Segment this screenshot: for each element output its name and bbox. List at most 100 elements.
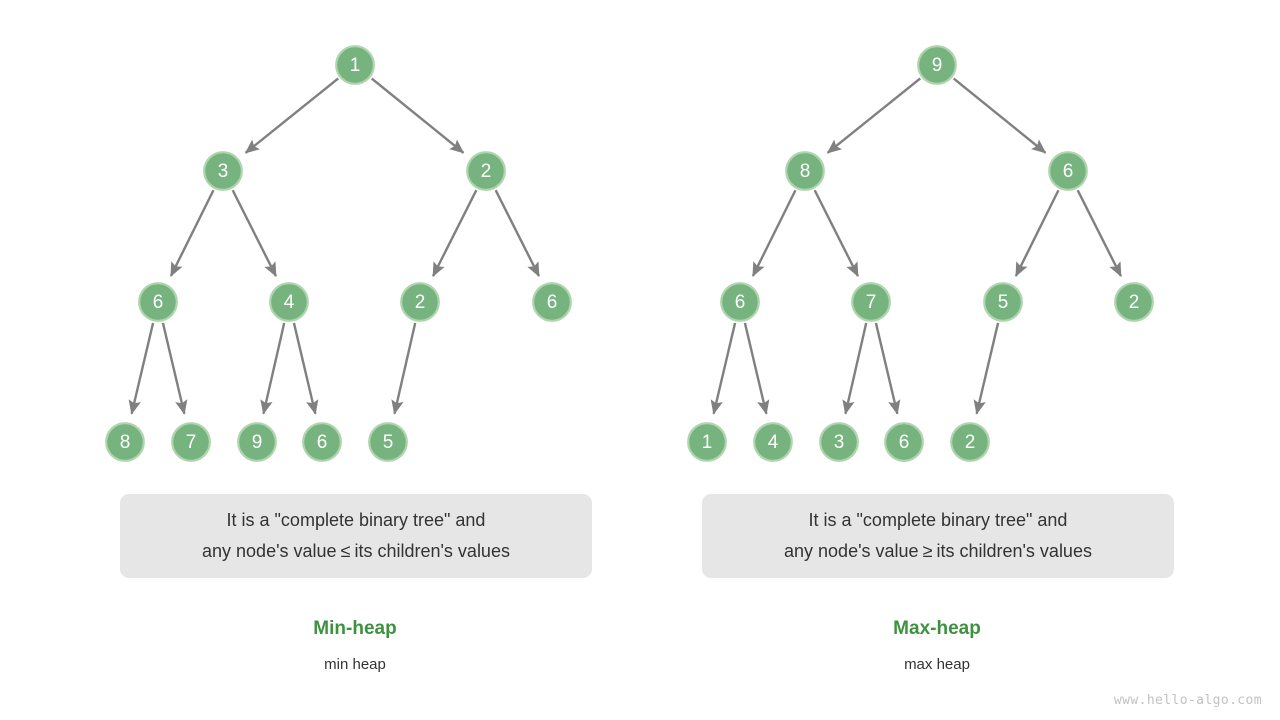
tree-node-circle [687, 422, 727, 462]
caption-line-2: any node's value≥its children's values [784, 536, 1092, 567]
tree-node-value: 5 [383, 432, 394, 453]
tree-node-value: 9 [932, 55, 943, 76]
caption-box-max-heap: It is a "complete binary tree" and any n… [702, 494, 1174, 578]
tree-edge [244, 77, 339, 154]
tree-node-circle [884, 422, 924, 462]
title-max-heap: Max-heap [893, 618, 981, 639]
tree-node[interactable]: 6 [302, 422, 342, 462]
tree-node[interactable]: 5 [368, 422, 408, 462]
tree-node[interactable]: 9 [237, 422, 277, 462]
tree-node[interactable]: 6 [1048, 151, 1088, 191]
caption-line-2-suffix: its children's values [936, 541, 1092, 561]
tree-edge [128, 322, 155, 415]
tree-edge [952, 77, 1047, 154]
watermark-url: www.hello-algo.com [1113, 693, 1262, 708]
tree-edge [874, 322, 901, 415]
tree-edge [292, 322, 319, 415]
tree-edge [1076, 189, 1123, 277]
tree-node-value: 2 [1129, 292, 1140, 313]
tree-node-circle [950, 422, 990, 462]
tree-node[interactable]: 2 [400, 282, 440, 322]
tree-node-circle [302, 422, 342, 462]
tree-edge [161, 322, 188, 415]
tree-node-circle [720, 282, 760, 322]
tree-node-circle [753, 422, 793, 462]
tree-node[interactable]: 4 [753, 422, 793, 462]
caption-line-2-prefix: any node's value [202, 541, 337, 561]
tree-node-value: 6 [547, 292, 558, 313]
tree-edge [973, 322, 1000, 415]
tree-edge [1014, 189, 1060, 277]
tree-node-circle [466, 151, 506, 191]
tree-node-circle [1114, 282, 1154, 322]
tree-node[interactable]: 1 [335, 45, 375, 85]
tree-node-circle [819, 422, 859, 462]
tree-node-value: 6 [735, 292, 746, 313]
tree-node-value: 8 [120, 432, 131, 453]
tree-node[interactable]: 8 [105, 422, 145, 462]
tree-node[interactable]: 6 [138, 282, 178, 322]
tree-node-value: 6 [899, 432, 910, 453]
tree-node[interactable]: 6 [720, 282, 760, 322]
tree-node-value: 1 [350, 55, 361, 76]
tree-edge [231, 189, 278, 277]
caption-box-min-heap: It is a "complete binary tree" and any n… [120, 494, 592, 578]
tree-edge [751, 189, 797, 277]
caption-line-2: any node's value≤its children's values [202, 536, 510, 567]
greater-than-or-equal-icon: ≥ [922, 541, 933, 561]
title-min-heap: Min-heap [313, 618, 397, 639]
tree-node-value: 3 [218, 161, 229, 182]
tree-node-circle [237, 422, 277, 462]
tree-node-circle [917, 45, 957, 85]
tree-node-circle [532, 282, 572, 322]
caption-line-1: It is a "complete binary tree" and [808, 510, 1068, 530]
tree-node-circle [368, 422, 408, 462]
tree-node-circle [983, 282, 1023, 322]
tree-node-value: 7 [866, 292, 877, 313]
tree-node[interactable]: 7 [171, 422, 211, 462]
tree-node[interactable]: 2 [1114, 282, 1154, 322]
caption-line-2-prefix: any node's value [784, 541, 919, 561]
tree-node-value: 2 [965, 432, 976, 453]
tree-node[interactable]: 4 [269, 282, 309, 322]
tree-node-circle [269, 282, 309, 322]
tree-node[interactable]: 9 [917, 45, 957, 85]
tree-node-value: 4 [284, 292, 295, 313]
tree-node-circle [1048, 151, 1088, 191]
tree-node-value: 6 [1063, 161, 1074, 182]
tree-node-value: 6 [153, 292, 164, 313]
tree-edge [391, 322, 417, 415]
tree-node-circle [138, 282, 178, 322]
tree-node-value: 2 [415, 292, 426, 313]
tree-node[interactable]: 6 [532, 282, 572, 322]
edges-layer [128, 77, 1123, 415]
tree-edge [710, 322, 737, 415]
subtitle-min-heap: min heap [324, 656, 386, 673]
tree-edge [169, 189, 215, 277]
less-than-or-equal-icon: ≤ [340, 541, 351, 561]
tree-edge [431, 189, 478, 277]
tree-edge [260, 322, 286, 415]
tree-node-value: 7 [186, 432, 197, 453]
tree-edge [370, 77, 465, 154]
tree-node[interactable]: 5 [983, 282, 1023, 322]
tree-node[interactable]: 1 [687, 422, 727, 462]
tree-node[interactable]: 6 [884, 422, 924, 462]
tree-edge [826, 77, 921, 154]
tree-node-value: 8 [800, 161, 811, 182]
tree-node[interactable]: 8 [785, 151, 825, 191]
tree-node[interactable]: 7 [851, 282, 891, 322]
tree-node[interactable]: 3 [203, 151, 243, 191]
tree-node-circle [851, 282, 891, 322]
tree-node[interactable]: 2 [950, 422, 990, 462]
tree-node-circle [400, 282, 440, 322]
subtitle-max-heap: max heap [904, 656, 970, 673]
tree-node-value: 5 [998, 292, 1009, 313]
tree-node[interactable]: 2 [466, 151, 506, 191]
tree-edge [813, 189, 860, 277]
tree-node-value: 9 [252, 432, 263, 453]
tree-node[interactable]: 3 [819, 422, 859, 462]
